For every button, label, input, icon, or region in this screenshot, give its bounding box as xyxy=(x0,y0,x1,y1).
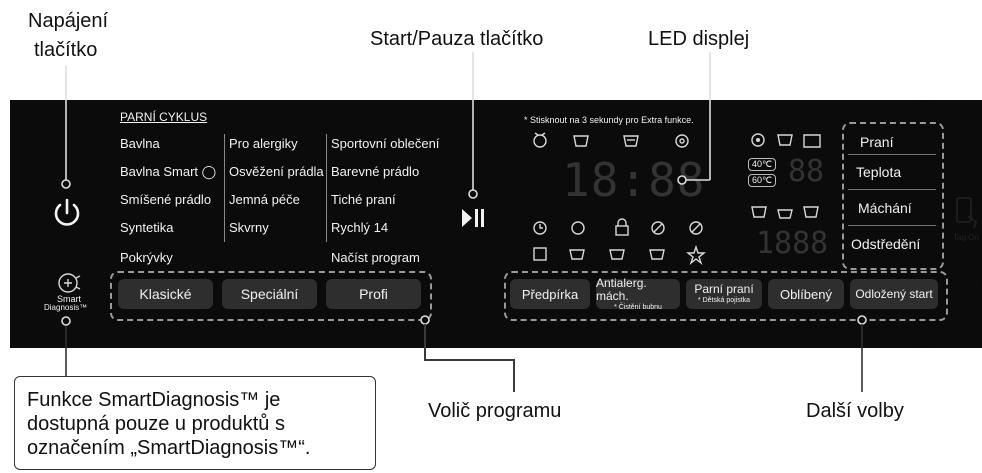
led-display-callout: LED displej xyxy=(648,28,750,50)
power-callout-line1: Napájení xyxy=(28,10,109,32)
program-item[interactable]: Tiché praní xyxy=(331,192,396,207)
button-teplota[interactable]: Teplota xyxy=(856,164,902,180)
wash-mode-icons xyxy=(751,133,821,148)
tray-icon xyxy=(533,247,547,261)
smartdiagnosis-note-line1: Funkce SmartDiagnosis™ je xyxy=(27,389,281,411)
no-rinse-icon xyxy=(689,221,703,235)
smartdiagnosis-note-line2: dostupná pouze u produktů s xyxy=(27,413,285,435)
smartdiagnosis-icon xyxy=(58,273,81,293)
rinse-mode-icons xyxy=(751,206,819,219)
option-sublabel: * Čistění bubnu xyxy=(614,303,662,311)
program-item[interactable]: Sportovní oblečení xyxy=(331,136,440,151)
button-odstredeni[interactable]: Odstředění xyxy=(851,236,921,252)
lock-icon xyxy=(615,218,629,236)
power-button[interactable] xyxy=(50,196,84,230)
program-button-profi[interactable]: Profi xyxy=(326,279,421,309)
option-sublabel: * Dětská pojistka xyxy=(697,297,751,304)
program-item[interactable]: Smíšené prádlo xyxy=(120,192,212,207)
tag-on-label: Tag On xyxy=(953,233,979,242)
rinse-icon xyxy=(623,135,639,147)
time-display: 18:88 xyxy=(562,153,704,209)
program-selector-callout: Volič programu xyxy=(428,400,562,422)
temp-60-label: 60℃ xyxy=(748,174,777,187)
more-options-callout: Další volby xyxy=(806,400,904,422)
option-status-icons-bottom xyxy=(533,244,706,266)
program-item[interactable]: Načíst program xyxy=(331,250,420,265)
button-divider xyxy=(848,225,936,226)
rinse-extra-icon xyxy=(803,206,819,218)
option-label: Odložený start xyxy=(855,287,933,301)
temp-40-label: 40℃ xyxy=(748,158,777,171)
program-button-specialni[interactable]: Speciální xyxy=(222,279,317,309)
timer-icon xyxy=(533,132,547,148)
button-divider xyxy=(848,189,936,190)
extra-function-note: * Stisknout na 3 sekundy pro Extra funkc… xyxy=(524,115,694,125)
program-item[interactable]: Osvěžení prádla xyxy=(229,164,324,179)
option-label: Předpírka xyxy=(521,286,579,302)
cotton-icon xyxy=(777,134,793,146)
rinse-hold-icon xyxy=(777,209,793,219)
play-pause-icon xyxy=(462,209,484,227)
program-item[interactable]: Bavlna xyxy=(120,136,160,151)
program-item[interactable]: Jemná péče xyxy=(229,192,300,207)
cycle-status-icons-top xyxy=(533,132,689,148)
smartdiagnosis-note-box: Funkce SmartDiagnosis™ je dostupná pouze… xyxy=(14,376,376,470)
option-label: Antialerg. mách. xyxy=(596,275,647,303)
shirt-icon xyxy=(803,134,821,148)
diagnosis-label: Diagnosis™ xyxy=(44,303,88,312)
time-display-digits: 18:88 xyxy=(562,153,706,207)
power-callout-line2: tlačítko xyxy=(34,39,98,61)
button-machani[interactable]: Máchání xyxy=(858,200,912,216)
program-item[interactable]: Bavlna Smart ◯ xyxy=(120,164,217,179)
rinse-plus-icon xyxy=(751,206,767,218)
option-button-antialerg[interactable]: Antialerg. mách. * Čistění bubnu xyxy=(596,275,680,311)
start-pause-button[interactable] xyxy=(460,206,486,230)
prewash-icon xyxy=(569,249,585,260)
option-button-oblibeny[interactable]: Oblíbený xyxy=(768,279,844,309)
column-divider xyxy=(224,134,225,242)
option-label: Oblíbený xyxy=(779,286,833,302)
spin-icon xyxy=(675,134,689,148)
option-button-predpirka[interactable]: Předpírka xyxy=(510,279,590,309)
option-label: Parní praní xyxy=(694,282,754,296)
smart-label: Smart xyxy=(57,294,82,304)
temperature-display: 88 xyxy=(788,154,825,189)
swirl-icon xyxy=(751,133,765,147)
clock-icon xyxy=(533,221,547,235)
button-divider xyxy=(848,154,936,155)
column-divider xyxy=(326,134,327,242)
spin-display: 1888 xyxy=(756,226,829,261)
tag-on-area[interactable]: Tag On xyxy=(946,196,982,252)
program-item[interactable]: Barevné prádlo xyxy=(331,164,420,179)
start-pause-callout: Start/Pauza tlačítko xyxy=(370,28,544,50)
steam-cycle-header: PARNÍ CYKLUS xyxy=(120,110,208,124)
power-icon xyxy=(54,198,80,226)
program-item[interactable]: Syntetika xyxy=(120,220,174,235)
smartdiagnosis-area[interactable]: Smart Diagnosis™ xyxy=(44,272,96,316)
allergy-icon xyxy=(609,249,625,260)
phone-tag-icon xyxy=(956,197,977,229)
refresh-icon xyxy=(571,221,585,235)
option-button-odlozeny-start[interactable]: Odložený start xyxy=(850,279,938,309)
option-status-icons-mid xyxy=(533,218,703,236)
program-selector-frame xyxy=(110,271,432,321)
program-item[interactable]: Pokrývky xyxy=(120,250,173,265)
no-spin-icon xyxy=(651,221,665,235)
smartdiagnosis-note-line3: označením „SmartDiagnosis™“. xyxy=(27,437,311,459)
program-item[interactable]: Skvrny xyxy=(229,220,269,235)
star-icon xyxy=(686,244,706,266)
program-item[interactable]: Pro alergiky xyxy=(229,136,298,151)
option-button-parni-prani[interactable]: Parní praní * Dětská pojistka xyxy=(686,279,762,309)
steam-icon xyxy=(649,249,665,260)
wash-options-frame xyxy=(842,122,944,270)
wash-icon xyxy=(573,135,589,147)
more-options-frame xyxy=(504,271,948,321)
button-prani[interactable]: Praní xyxy=(860,134,894,150)
program-item[interactable]: Rychlý 14 xyxy=(331,220,389,235)
program-button-klasicke[interactable]: Klasické xyxy=(118,279,213,309)
